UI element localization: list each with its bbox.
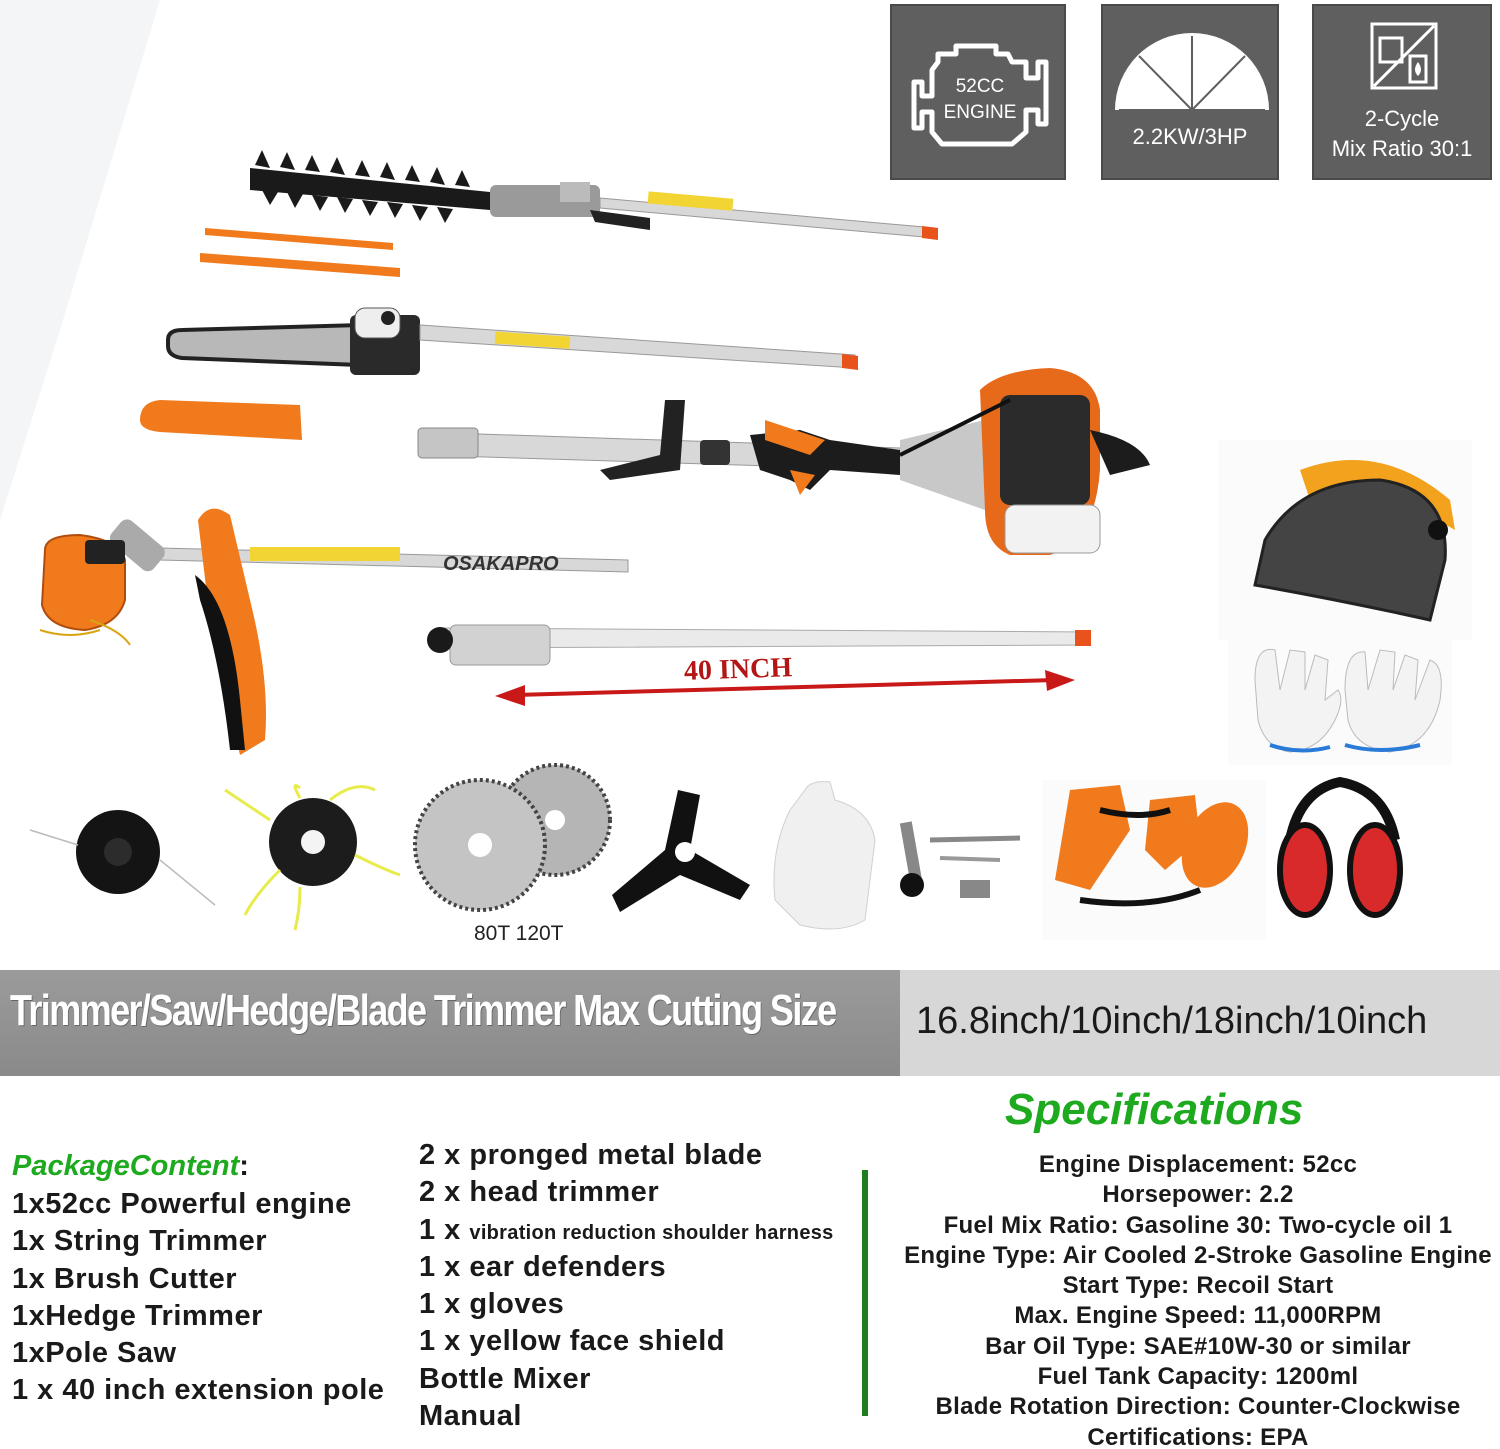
spec-item: Certifications: EPA: [1087, 1423, 1309, 1449]
engine-icon: [911, 43, 1049, 147]
fuel-mix-badge: 2-Cycle Mix Ratio 30:1: [1312, 4, 1492, 180]
nylon-blade-disc: [224, 784, 401, 931]
specifications-title: Specifications: [1005, 1085, 1304, 1134]
list-item: 1 x 40 inch extension pole: [12, 1374, 385, 1407]
power-badge-label: 2.2KW/3HP: [1132, 124, 1248, 149]
extension-pole: [427, 624, 1091, 706]
spec-item: Fuel Mix Ratio: Gasoline 30: Two-cycle o…: [943, 1211, 1453, 1239]
list-item: 1 x vibration reduction shoulder harness: [419, 1212, 834, 1249]
engine-badge: 52CC ENGINE: [890, 4, 1066, 180]
section-divider: [862, 1170, 868, 1416]
spec-item: Fuel Tank Capacity: 1200ml: [1037, 1363, 1359, 1391]
list-item: 1x Brush Cutter: [12, 1262, 238, 1295]
spec-item: Max. Engine Speed: 11,000RPM: [1014, 1302, 1382, 1330]
product-illustration: OSAKAPRO: [0, 0, 1500, 965]
cutting-size-heading: Trimmer/Saw/Hedge/Blade Trimmer Max Cutt…: [10, 986, 837, 1035]
fuel-mix-line1: 2-Cycle: [1364, 106, 1440, 131]
list-item: Bottle Mixer: [419, 1362, 591, 1395]
ear-defenders: [1277, 776, 1403, 918]
list-item: 1xHedge Trimmer: [12, 1299, 263, 1332]
spec-item: Start Type: Recoil Start: [1062, 1272, 1334, 1300]
string-trimmer-attachment: OSAKAPRO: [39, 508, 629, 755]
specifications-list: Engine Displacement: 52cc Horsepower: 2.…: [878, 1150, 1500, 1449]
spec-item: Blade Rotation Direction: Counter-Clockw…: [935, 1393, 1461, 1421]
spec-item: Horsepower: 2.2: [1102, 1181, 1294, 1209]
cutting-size-banner-left: Trimmer/Saw/Hedge/Blade Trimmer Max Cutt…: [0, 970, 900, 1076]
mixing-bottle: [773, 781, 876, 930]
list-item: 1x52cc Powerful engine: [12, 1188, 352, 1220]
tool-kit: [899, 821, 1021, 898]
specifications-panel: Engine Displacement: 52cc Horsepower: 2.…: [868, 1150, 1500, 1449]
package-content-colon: :: [239, 1150, 249, 1182]
spec-item: Engine Type: Air Cooled 2-Stroke Gasolin…: [904, 1241, 1492, 1269]
list-item: 1 x yellow face shield: [419, 1325, 725, 1358]
package-list-1: 1x52cc Powerful engine 1x String Trimmer…: [12, 1186, 384, 1410]
list-item: 2 x head trimmer: [419, 1176, 660, 1209]
spec-item: Engine Displacement: 52cc: [1038, 1151, 1358, 1178]
shaft-brand-text: OSAKAPRO: [443, 553, 559, 575]
face-shield: [1218, 440, 1472, 640]
power-badge: 2.2KW/3HP: [1101, 4, 1279, 180]
harness-quantity: 1 x: [419, 1213, 461, 1246]
list-item: Manual: [419, 1400, 522, 1433]
hedge-trimmer-attachment: [250, 150, 938, 240]
trimmer-head-spool: [29, 810, 216, 906]
three-pronged-blade: [612, 790, 750, 912]
package-content-title-text: PackageContent: [12, 1150, 240, 1182]
package-content-title: PackageContent:: [12, 1150, 249, 1183]
blade-teeth-label: 80T 120T: [474, 922, 564, 945]
extension-length-label: 40 INCH: [683, 652, 793, 687]
pole-saw-attachment: [166, 307, 858, 375]
power-head: [417, 368, 1150, 555]
harness-label: vibration reduction shoulder harness: [469, 1221, 834, 1244]
power-gauge-icon: [1115, 33, 1269, 111]
spec-item: Bar Oil Type: SAE#10W-30 or similar: [985, 1332, 1411, 1360]
gloves: [1228, 640, 1452, 765]
list-item: 1x String Trimmer: [12, 1225, 268, 1258]
engine-badge-line2: ENGINE: [943, 102, 1017, 123]
list-item: 2 x pronged metal blade: [419, 1139, 763, 1171]
engine-badge-line1: 52CC: [955, 76, 1005, 97]
fuel-mix-icon: [1370, 22, 1438, 90]
list-item: 1 x ear defenders: [419, 1250, 667, 1283]
metal-saw-blades: [413, 763, 612, 912]
cutting-size-values: 16.8inch/10inch/18inch/10inch: [916, 1000, 1428, 1042]
product-photo-area: OSAKAPRO: [0, 0, 1500, 965]
package-list-2: 2 x pronged metal blade 2 x head trimmer…: [419, 1137, 834, 1435]
list-item: 1 x gloves: [419, 1288, 565, 1321]
cutting-size-banner-right: 16.8inch/10inch/18inch/10inch: [900, 970, 1500, 1076]
shoulder-harness: [1042, 780, 1266, 940]
list-item: 1xPole Saw: [12, 1337, 177, 1370]
fuel-mix-line2: Mix Ratio 30:1: [1331, 136, 1473, 161]
